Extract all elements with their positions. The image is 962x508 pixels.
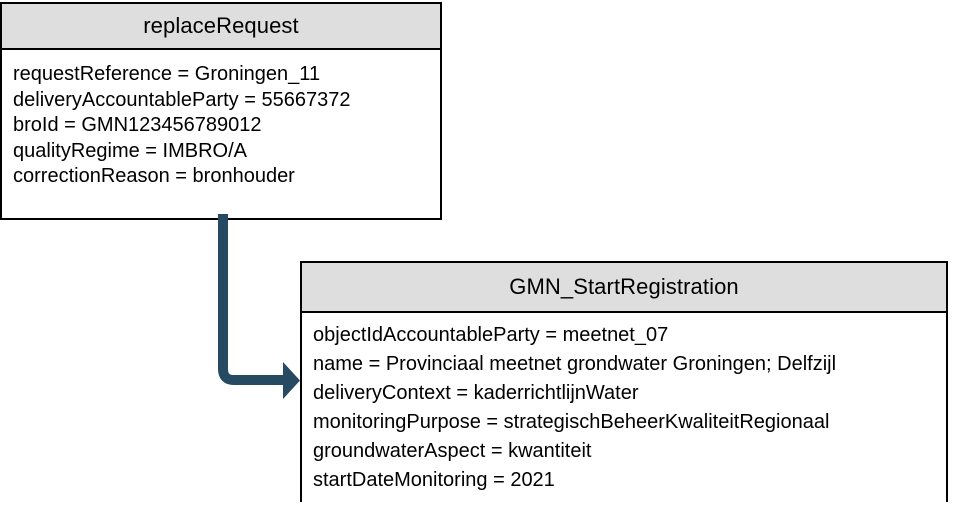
uml-box-title: replaceRequest xyxy=(143,13,299,38)
uml-box-replace-request[interactable]: replaceRequest requestReference = Gronin… xyxy=(0,2,442,220)
uml-box-attribute-list: objectIdAccountableParty = meetnet_07 na… xyxy=(302,313,946,502)
uml-box-header: replaceRequest xyxy=(2,4,440,50)
connector-line xyxy=(218,214,285,385)
uml-box-gmn-start-registration[interactable]: GMN_StartRegistration objectIdAccountabl… xyxy=(300,261,948,502)
uml-box-attribute-list: requestReference = Groningen_11 delivery… xyxy=(2,50,440,218)
uml-attribute-row: groundwaterAspect = kwantiteit xyxy=(313,440,592,462)
uml-attribute-row: broId = GMN123456789012 xyxy=(13,114,262,136)
uml-attribute-row: correctionReason = bronhouder xyxy=(13,165,295,187)
uml-attribute-row: name = Provinciaal meetnet grondwater Gr… xyxy=(313,353,837,375)
uml-box-header: GMN_StartRegistration xyxy=(302,263,946,313)
uml-attribute-row: qualityRegime = IMBRO/A xyxy=(13,139,247,162)
arrowhead-icon xyxy=(283,362,300,399)
uml-attribute-row: requestReference = Groningen_11 xyxy=(13,63,321,85)
uml-attribute-row: monitoringPurpose = strategischBeheerKwa… xyxy=(313,411,830,433)
uml-box-title: GMN_StartRegistration xyxy=(509,274,739,299)
uml-attribute-row: objectIdAccountableParty = meetnet_07 xyxy=(313,324,669,346)
uml-attribute-row: startDateMonitoring = 2021 xyxy=(313,469,555,491)
uml-attribute-row: deliveryAccountableParty = 55667372 xyxy=(13,88,351,111)
uml-attribute-row: deliveryContext = kaderrichtlijnWater xyxy=(313,382,639,404)
